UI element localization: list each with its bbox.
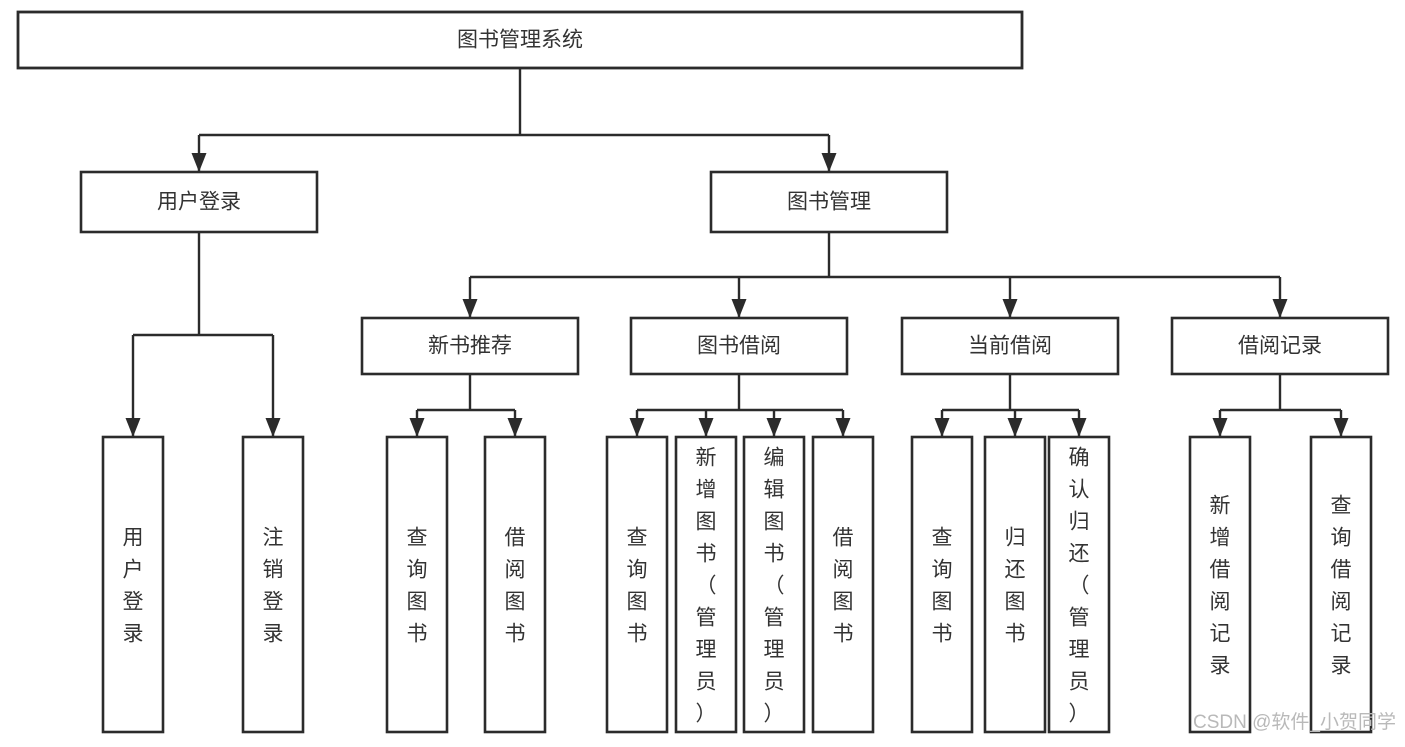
node-leaf-confirm-return[interactable]: 确认归还（管理员） — [1047, 435, 1111, 734]
node-label: 归还图书 — [1005, 527, 1026, 646]
connectors-layer — [125, 68, 1349, 437]
node-box — [1188, 435, 1252, 734]
node-new-book-rec[interactable]: 新书推荐 — [360, 316, 580, 376]
node-leaf-edit-book[interactable]: 编辑图书（管理员） — [742, 435, 806, 734]
node-label: 查询图书 — [407, 527, 428, 646]
node-current-borrow[interactable]: 当前借阅 — [900, 316, 1120, 376]
node-label: 查询图书 — [627, 527, 648, 646]
node-box — [605, 435, 669, 734]
node-box — [900, 316, 1120, 376]
node-leaf-query-record[interactable]: 查询借阅记录 — [1309, 435, 1373, 734]
edge-group-book-borrow — [629, 374, 851, 437]
node-user-login[interactable]: 用户登录 — [79, 170, 319, 234]
arrow-head-icon — [1071, 418, 1087, 437]
node-label: 新书推荐 — [428, 335, 512, 358]
node-label: 新增图书（管理员） — [696, 447, 717, 726]
node-leaf-add-book[interactable]: 新增图书（管理员） — [674, 435, 738, 734]
node-borrow-record[interactable]: 借阅记录 — [1170, 316, 1390, 376]
edge-group-user-login — [125, 232, 281, 437]
node-label: 当前借阅 — [968, 335, 1052, 358]
arrow-head-icon — [462, 299, 478, 318]
node-label: 借阅图书 — [833, 527, 854, 646]
node-label: 新增借阅记录 — [1210, 495, 1231, 678]
node-label: 确认归还（管理员） — [1069, 447, 1090, 726]
node-leaf-borrow-book-2[interactable]: 借阅图书 — [811, 435, 875, 734]
arrow-head-icon — [766, 418, 782, 437]
node-leaf-user-login[interactable]: 用户登录 — [101, 435, 165, 734]
edge-group-current-borrow — [934, 374, 1087, 437]
node-box — [742, 435, 806, 734]
node-box — [101, 435, 165, 734]
arrow-head-icon — [409, 418, 425, 437]
arrow-head-icon — [507, 418, 523, 437]
node-leaf-query-book-2[interactable]: 查询图书 — [605, 435, 669, 734]
edge-group-root — [191, 68, 837, 172]
edge-group-new-book-rec — [409, 374, 523, 437]
arrow-head-icon — [1007, 418, 1023, 437]
arrow-head-icon — [1002, 299, 1018, 318]
node-box — [1047, 435, 1111, 734]
node-box — [241, 435, 305, 734]
node-box — [910, 435, 974, 734]
node-label: 查询借阅记录 — [1331, 495, 1352, 678]
arrow-head-icon — [731, 299, 747, 318]
node-box — [1170, 316, 1390, 376]
node-box — [360, 316, 580, 376]
arrow-head-icon — [698, 418, 714, 437]
node-label: 图书借阅 — [697, 335, 781, 358]
node-leaf-query-book-3[interactable]: 查询图书 — [910, 435, 974, 734]
arrow-head-icon — [1333, 418, 1349, 437]
node-leaf-query-book-1[interactable]: 查询图书 — [385, 435, 449, 734]
node-label: 图书管理系统 — [457, 29, 583, 52]
node-label: 查询图书 — [932, 527, 953, 646]
arrow-head-icon — [1272, 299, 1288, 318]
edge-group-book-manage — [462, 232, 1288, 318]
nodes-layer: 图书管理系统用户登录图书管理新书推荐图书借阅当前借阅借阅记录用户登录注销登录查询… — [16, 10, 1390, 734]
node-label: 借阅记录 — [1238, 335, 1322, 358]
node-root[interactable]: 图书管理系统 — [16, 10, 1024, 70]
node-box — [79, 170, 319, 234]
arrow-head-icon — [835, 418, 851, 437]
node-label: 编辑图书（管理员） — [764, 447, 785, 726]
node-box — [16, 10, 1024, 70]
node-leaf-add-record[interactable]: 新增借阅记录 — [1188, 435, 1252, 734]
node-box — [385, 435, 449, 734]
arrow-head-icon — [821, 153, 837, 172]
arrow-head-icon — [125, 418, 141, 437]
node-box — [983, 435, 1047, 734]
node-label: 借阅图书 — [505, 527, 526, 646]
arrow-head-icon — [629, 418, 645, 437]
node-book-borrow[interactable]: 图书借阅 — [629, 316, 849, 376]
watermark-label: CSDN @软件_小贺同学 — [1193, 711, 1396, 733]
node-box — [674, 435, 738, 734]
node-label: 注销登录 — [263, 527, 284, 646]
arrow-head-icon — [934, 418, 950, 437]
node-label: 用户登录 — [157, 191, 241, 214]
node-box — [811, 435, 875, 734]
node-label: 用户登录 — [123, 527, 144, 646]
node-box — [629, 316, 849, 376]
node-box — [1309, 435, 1373, 734]
node-book-manage[interactable]: 图书管理 — [709, 170, 949, 234]
node-label: 图书管理 — [787, 191, 871, 214]
node-leaf-return-book[interactable]: 归还图书 — [983, 435, 1047, 734]
node-box — [709, 170, 949, 234]
node-leaf-borrow-book-1[interactable]: 借阅图书 — [483, 435, 547, 734]
edge-group-borrow-record — [1212, 374, 1349, 437]
arrow-head-icon — [191, 153, 207, 172]
node-box — [483, 435, 547, 734]
node-leaf-user-logout[interactable]: 注销登录 — [241, 435, 305, 734]
arrow-head-icon — [265, 418, 281, 437]
arrow-head-icon — [1212, 418, 1228, 437]
